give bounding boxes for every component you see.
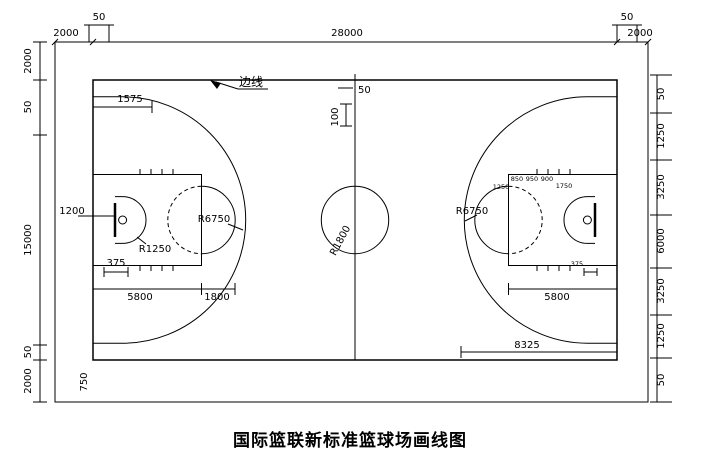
outer-boundary-rect — [54, 41, 649, 403]
court-outline — [54, 41, 649, 403]
dim-key-length-right: 5800 — [544, 292, 569, 303]
lane-mark-375-right: 375 — [571, 260, 583, 268]
center-court — [320, 74, 390, 360]
dim-basket-offset: 1575 — [117, 94, 142, 105]
dim-top-linewidth-left: 50 — [93, 12, 106, 23]
dim-right-3: 6000 — [656, 228, 667, 253]
dim-right-1: 1250 — [656, 123, 667, 148]
dim-bottom-mark: 750 — [79, 372, 90, 391]
right-basket-ring — [582, 215, 592, 225]
dim-top-margin-left: 2000 — [53, 28, 78, 39]
right-lane-marks — [536, 169, 571, 271]
right-free-throw-circle-front — [474, 185, 509, 255]
dim-center-line-width: 50 — [358, 85, 371, 96]
sideline-arrowhead — [210, 80, 221, 89]
right-key-rect — [508, 174, 618, 266]
dim-center-line-extension: 100 — [330, 107, 341, 126]
left-free-throw-circle-front — [201, 185, 236, 255]
lane-mark-1750: 1750 — [556, 182, 573, 190]
dim-three-point-radius-right: R6750 — [456, 206, 488, 217]
center-circle — [320, 185, 390, 255]
right-no-charge-semicircle — [563, 196, 595, 244]
dim-court-width: 15000 — [23, 224, 34, 256]
lane-mark-950: 950 — [526, 175, 538, 183]
dim-key-length-left: 5800 — [127, 292, 152, 303]
dimension-labels: 50 2000 28000 50 2000 2000 50 15000 50 2… — [23, 12, 667, 394]
dim-left-linewidth-bottom: 50 — [23, 346, 34, 359]
left-three-point-line — [93, 96, 247, 344]
left-free-throw-circle-back — [167, 185, 202, 255]
dim-right-2: 3250 — [656, 174, 667, 199]
left-lane-marks — [139, 169, 174, 271]
dim-right-0: 50 — [656, 88, 667, 101]
dim-three-point-total: 8325 — [514, 340, 539, 351]
dimension-lines — [33, 24, 672, 403]
dim-ring-backboard: 375 — [106, 258, 125, 269]
dim-right-4: 3250 — [656, 278, 667, 303]
dim-free-throw-circle: 1800 — [204, 292, 229, 303]
dim-left-margin-bottom: 2000 — [23, 368, 34, 393]
lane-mark-850: 850 — [511, 175, 523, 183]
dim-top-linewidth-right: 50 — [621, 12, 634, 23]
left-basket-ring — [118, 215, 128, 225]
diagram-title: 国际篮联新标准篮球场画线图 — [233, 430, 467, 451]
dim-right-6: 50 — [656, 374, 667, 387]
right-half-court — [463, 96, 618, 344]
sideline-label: 边线 — [239, 75, 263, 89]
dim-top-margin-right: 2000 — [627, 28, 652, 39]
right-three-point-line — [463, 96, 617, 344]
dim-backboard-baseline: 1200 — [59, 206, 84, 217]
dim-center-circle-radius: R1800 — [328, 224, 353, 258]
dim-no-charge-radius: R1250 — [139, 244, 171, 255]
dim-left-margin-top: 2000 — [23, 48, 34, 73]
dim-court-length: 28000 — [331, 28, 363, 39]
lane-mark-900: 900 — [541, 175, 553, 183]
dim-right-5: 1250 — [656, 323, 667, 348]
left-no-charge-semicircle — [115, 196, 147, 244]
dim-left-linewidth-top: 50 — [23, 101, 34, 114]
lane-mark-1250: 1250 — [493, 183, 510, 191]
dim-three-point-radius-left: R6750 — [198, 214, 230, 225]
right-free-throw-circle-back — [508, 185, 543, 255]
